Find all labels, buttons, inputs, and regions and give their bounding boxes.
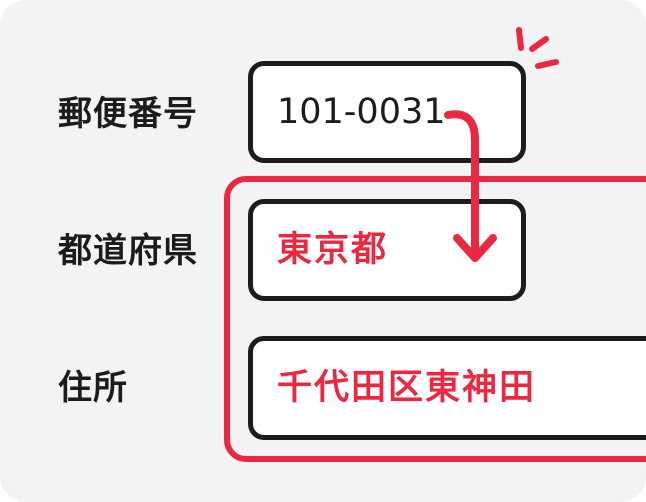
sparkle-icon	[516, 27, 559, 69]
postal-code-label: 郵便番号	[58, 94, 198, 134]
postal-code-input[interactable]: 101-0031	[248, 61, 526, 163]
prefecture-label: 都道府県	[58, 231, 198, 271]
address-label: 住所	[58, 368, 128, 408]
address-input[interactable]: 千代田区東神田	[248, 336, 646, 440]
autofill-highlight-box	[224, 176, 646, 462]
